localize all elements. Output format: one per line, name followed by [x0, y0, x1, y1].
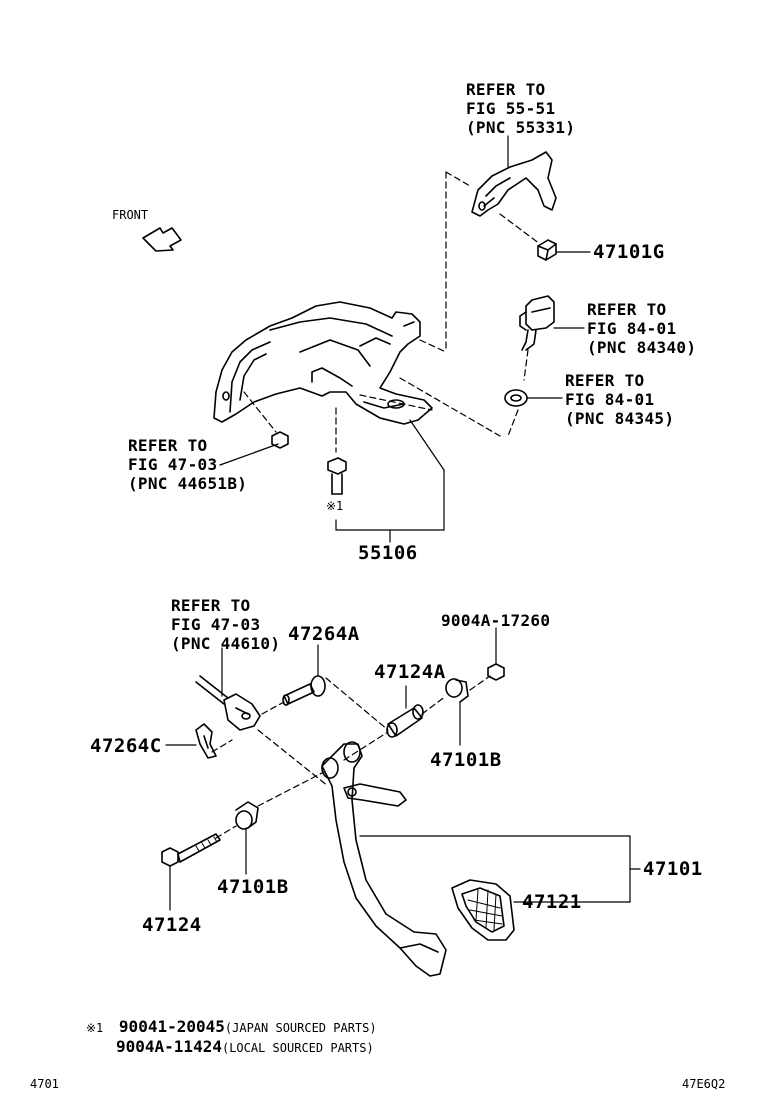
footer-left-code: 4701	[30, 1077, 59, 1091]
bushing-47101b-right-icon	[445, 678, 469, 703]
brace-bracket	[471, 151, 557, 217]
bushing-47101b-left-icon	[235, 801, 259, 830]
part-47264a[interactable]: 47264A	[288, 623, 360, 645]
front-arrow-icon	[142, 227, 182, 252]
dashed-guides-upper	[243, 171, 541, 453]
part-47121[interactable]: 47121	[522, 891, 582, 913]
ref-fig-84-01-a: REFER TO FIG 84-01 (PNC 84340)	[587, 300, 697, 357]
part-47124a[interactable]: 47124A	[374, 661, 446, 683]
nut-9004a-17260-icon	[487, 663, 505, 681]
switch-clip-icon	[504, 389, 528, 407]
part-47101g[interactable]: 47101G	[593, 241, 665, 263]
note-row-2: 9004A-11424(LOCAL SOURCED PARTS)	[116, 1039, 374, 1055]
part-47101b-left[interactable]: 47101B	[217, 876, 289, 898]
part-55106[interactable]: 55106	[358, 542, 418, 564]
leader-44651b	[219, 443, 279, 466]
stop-lamp-switch-icon	[519, 295, 555, 351]
brake-pedal-arm	[321, 741, 447, 977]
bolt-47101g-icon	[537, 239, 557, 261]
ref-fig-47-03-b: REFER TO FIG 47-03 (PNC 44610)	[171, 596, 281, 653]
part-9004a-17260[interactable]: 9004A-17260	[441, 611, 551, 630]
bolt-note1-icon	[327, 457, 347, 495]
note-part[interactable]: 90041-20045	[118, 1017, 225, 1036]
part-47101[interactable]: 47101	[643, 858, 703, 880]
note1-mark: ※1	[326, 499, 344, 513]
part-47264c[interactable]: 47264C	[90, 735, 162, 757]
note-mark: ※1	[86, 1021, 104, 1035]
note-source: (JAPAN SOURCED PARTS)	[224, 1021, 377, 1035]
pedal-pad-47121-icon	[451, 879, 515, 941]
dashed-guides-lower	[211, 675, 491, 839]
clip-47264c-icon	[195, 723, 217, 759]
nut-44651b-icon	[271, 431, 289, 449]
bolt-47124-icon	[161, 833, 221, 867]
note-source: (LOCAL SOURCED PARTS)	[221, 1041, 374, 1055]
footer-right-code: 47E6Q2	[682, 1077, 726, 1091]
pin-47264a-icon	[282, 675, 326, 706]
ref-fig-55-51: REFER TO FIG 55-51 (PNC 55331)	[466, 80, 576, 137]
part-47101b-right[interactable]: 47101B	[430, 749, 502, 771]
note-row-1: ※1 90041-20045(JAPAN SOURCED PARTS)	[86, 1019, 377, 1035]
part-47124[interactable]: 47124	[142, 914, 202, 936]
ref-fig-84-01-b: REFER TO FIG 84-01 (PNC 84345)	[565, 371, 675, 428]
leader-55106	[335, 419, 445, 543]
ref-fig-47-03-a: REFER TO FIG 47-03 (PNC 44651B)	[128, 436, 248, 493]
bushing-47124a-icon	[386, 704, 424, 738]
pedal-bracket-55106	[213, 301, 433, 425]
note-part[interactable]: 9004A-11424	[116, 1037, 222, 1056]
front-label: FRONT	[112, 208, 149, 222]
cable-end-44610	[195, 675, 261, 731]
